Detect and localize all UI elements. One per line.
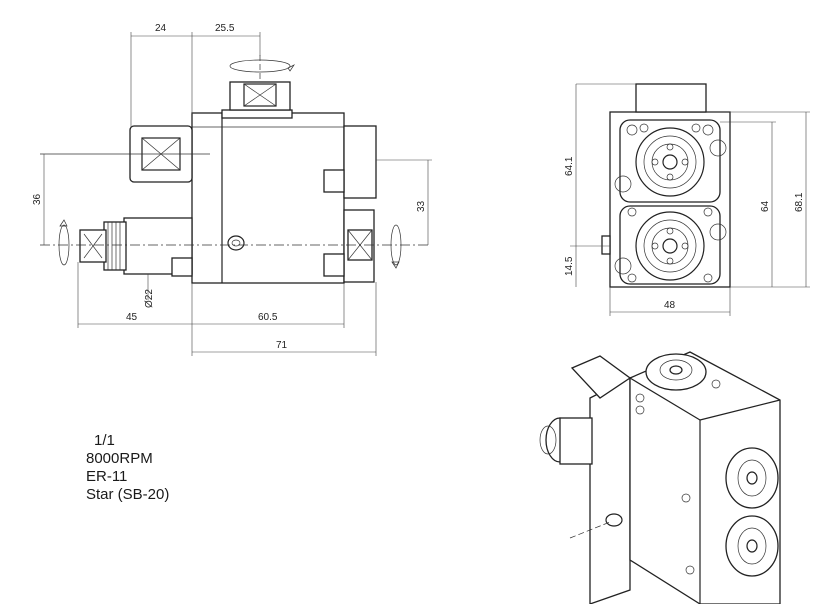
top-nut	[229, 81, 291, 111]
side-view: 24 25.5 36 33 Ø22 45 60.5 71	[32, 23, 432, 356]
spec-machine: Star (SB-20)	[86, 486, 170, 503]
dim-71: 71	[276, 340, 288, 351]
dim-33: 33	[416, 200, 427, 212]
dim-25-5: 25.5	[215, 23, 235, 34]
spec-block: 1/1 8000RPM ER-11 Star (SB-20)	[86, 432, 169, 504]
isometric-view	[539, 351, 781, 604]
dim-64: 64	[760, 200, 771, 212]
spindle-body	[123, 217, 193, 275]
spec-rpm: 8000RPM	[86, 450, 153, 467]
spec-collet: ER-11	[86, 468, 128, 485]
dim-60-5: 60.5	[258, 312, 278, 323]
dim-14-5: 14.5	[564, 256, 575, 276]
dim-48: 48	[664, 300, 676, 311]
right-boss-upper	[343, 125, 377, 199]
dim-68-1: 68.1	[794, 192, 805, 212]
spec-ratio: 1/1	[94, 432, 115, 449]
dim-64-1: 64.1	[564, 156, 575, 176]
main-housing	[191, 112, 345, 284]
dim-45: 45	[126, 312, 138, 323]
front-view: 64.1 14.5 64 68.1 48	[564, 83, 810, 316]
dim-36: 36	[32, 193, 43, 205]
dim-dia-22: Ø22	[144, 289, 155, 308]
dim-24: 24	[155, 23, 167, 34]
